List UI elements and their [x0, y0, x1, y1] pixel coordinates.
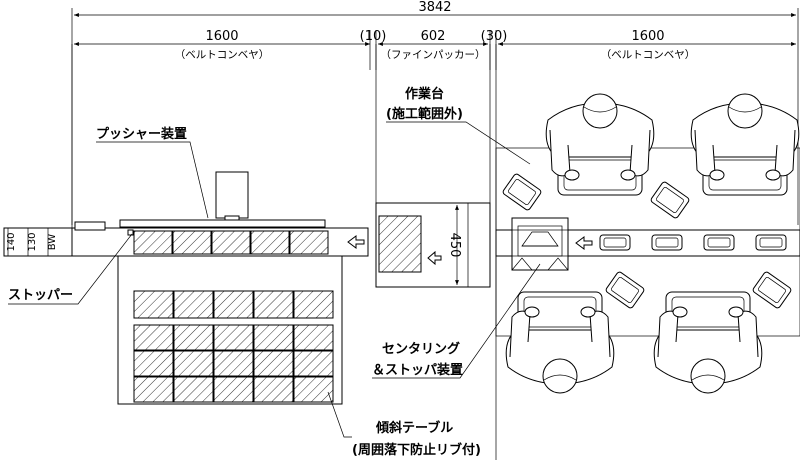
- gap-right-dimension: (30): [481, 29, 508, 44]
- workbench-label-1: 作業台: [405, 86, 444, 102]
- workbench-label-2: (施工範囲外): [386, 106, 463, 122]
- label-tilt-table: 傾斜テーブル (周囲落下防止リブ付): [327, 391, 481, 458]
- right-belt-conveyor: [495, 44, 800, 460]
- label-pusher: プッシャー装置: [96, 126, 209, 219]
- stopper-block: [127, 229, 134, 236]
- flow-arrow-left: [347, 235, 365, 249]
- belt-width-dimension: 140 130 BW: [6, 228, 58, 256]
- label-stopper: ストッパー: [8, 233, 133, 305]
- packer-dimension: 602: [421, 29, 446, 44]
- dimension-row: 1600 （ベルトコンベヤ） (10) 602 （ファインパッカー） (30) …: [74, 29, 796, 70]
- flow-arrow-right: [575, 236, 593, 250]
- right-belt-trays: [599, 234, 787, 251]
- worker-upper-left: [545, 93, 655, 196]
- centering-label-2: ＆ストッパ装置: [372, 362, 463, 378]
- centering-stopper-device: [511, 217, 569, 271]
- left-belt-products: [133, 230, 329, 255]
- tilt-table-label-1: 傾斜テーブル: [375, 420, 453, 436]
- packer-caption: （ファインパッカー）: [381, 49, 486, 61]
- label-centering: センタリング ＆ストッパ装置: [372, 263, 541, 379]
- left-conveyor-caption: （ベルトコンベヤ）: [175, 49, 270, 61]
- workbench-lower: [495, 255, 800, 337]
- worker-lower-left: [505, 291, 615, 394]
- bw-total-text: 140: [6, 232, 17, 251]
- bw-label-text: BW: [47, 234, 58, 251]
- tray-workbench-1: [501, 172, 543, 212]
- bw-belt-text: 130: [27, 232, 38, 251]
- overall-dimension-text: 3842: [418, 0, 451, 15]
- tray-workbench-2: [649, 180, 691, 220]
- centering-label-1: センタリング: [382, 341, 460, 357]
- pusher-label: プッシャー装置: [96, 126, 187, 142]
- pusher-device: [119, 171, 326, 228]
- fine-packer: 450: [375, 202, 491, 288]
- right-conveyor-caption: （ベルトコンベヤ）: [601, 49, 696, 61]
- tray-workbench-3: [604, 270, 646, 310]
- packer-depth-text: 450: [447, 233, 462, 258]
- worker-lower-right: [653, 291, 763, 394]
- right-conveyor-dimension: 1600: [631, 29, 664, 44]
- tilt-table: [117, 255, 343, 405]
- label-workbench: 作業台 (施工範囲外): [386, 86, 531, 165]
- stopper-label: ストッパー: [8, 288, 73, 303]
- left-conveyor-dimension: 1600: [205, 29, 238, 44]
- worker-upper-right: [690, 93, 800, 196]
- gap-left-dimension: (10): [360, 29, 387, 44]
- tilt-table-label-2: (周囲落下防止リブ付): [352, 442, 481, 458]
- tray-workbench-4: [751, 270, 793, 310]
